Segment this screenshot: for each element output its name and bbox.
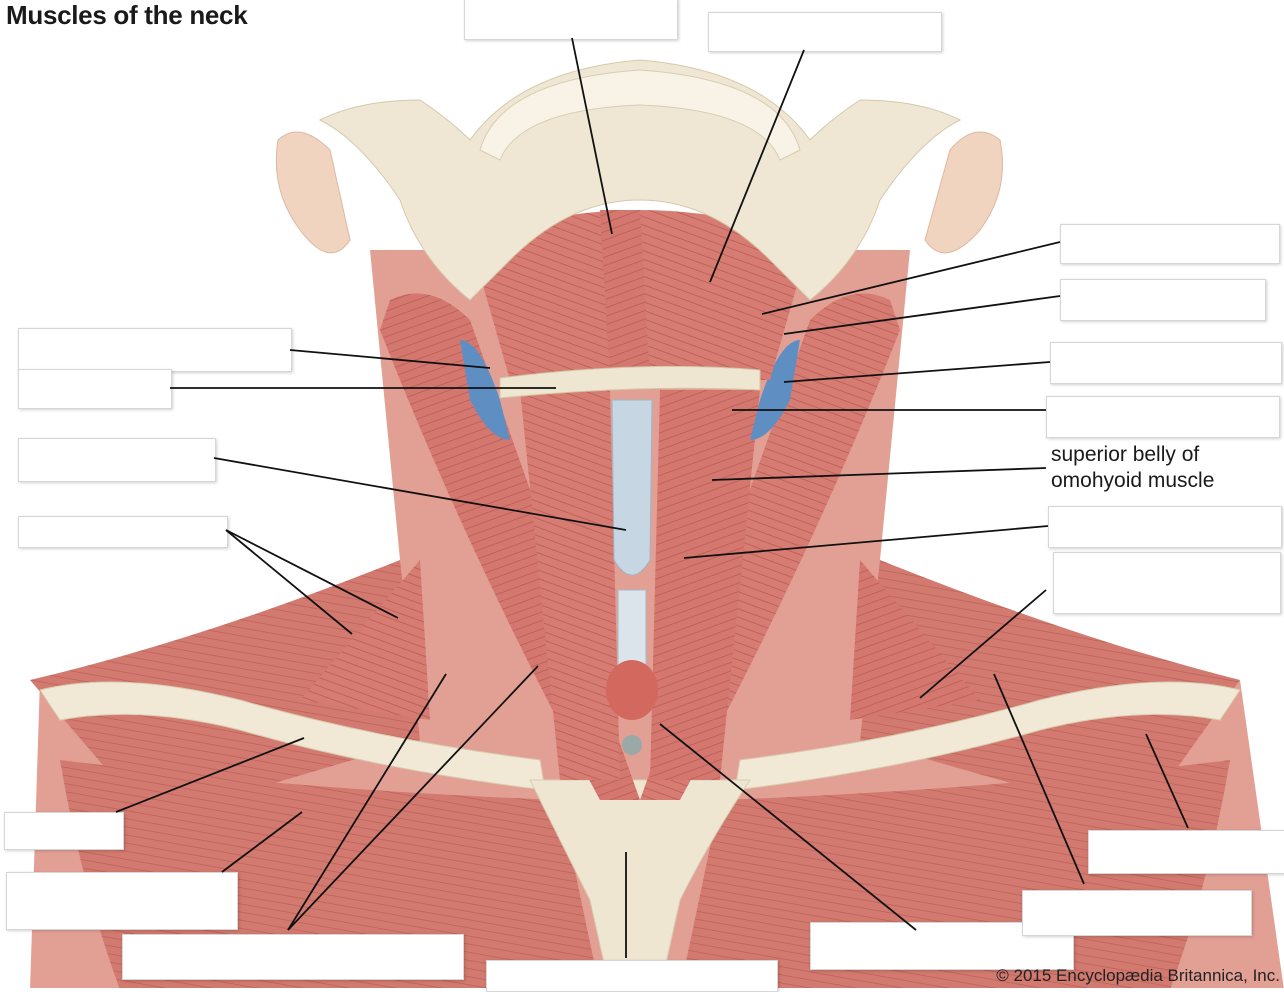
label-box[interactable] — [6, 872, 238, 930]
label-box[interactable] — [122, 934, 464, 980]
label-box[interactable] — [18, 328, 292, 372]
label-box[interactable] — [1060, 224, 1280, 264]
label-box[interactable] — [18, 369, 172, 409]
label-box[interactable] — [1060, 279, 1266, 321]
trachea — [617, 589, 647, 671]
left-ear — [275, 131, 351, 254]
page-title: Muscles of the neck — [6, 0, 248, 30]
label-box[interactable] — [464, 0, 678, 40]
label-box[interactable] — [18, 516, 228, 548]
anterior-digastric — [600, 210, 650, 380]
right-sternohyoid — [650, 390, 760, 780]
label-box[interactable] — [1048, 506, 1282, 548]
label-box[interactable] — [486, 960, 778, 992]
right-ear — [924, 131, 1003, 254]
label-box[interactable] — [708, 12, 942, 52]
label-box[interactable] — [1053, 552, 1281, 614]
copyright-notice: © 2015 Encyclopædia Britannica, Inc. — [996, 966, 1280, 985]
label-box[interactable] — [4, 812, 124, 850]
label-box[interactable] — [1022, 890, 1252, 936]
label-box[interactable] — [18, 438, 216, 482]
hyoid-bone — [499, 365, 761, 399]
thyroid-cartilage — [611, 399, 653, 576]
label-box[interactable] — [1046, 396, 1280, 438]
label-box[interactable] — [1050, 342, 1282, 384]
thyroid-gland — [606, 660, 658, 720]
superior-belly-omohyoid-label: superior belly of omohyoid muscle — [1051, 443, 1215, 492]
label-box[interactable] — [1088, 830, 1284, 874]
